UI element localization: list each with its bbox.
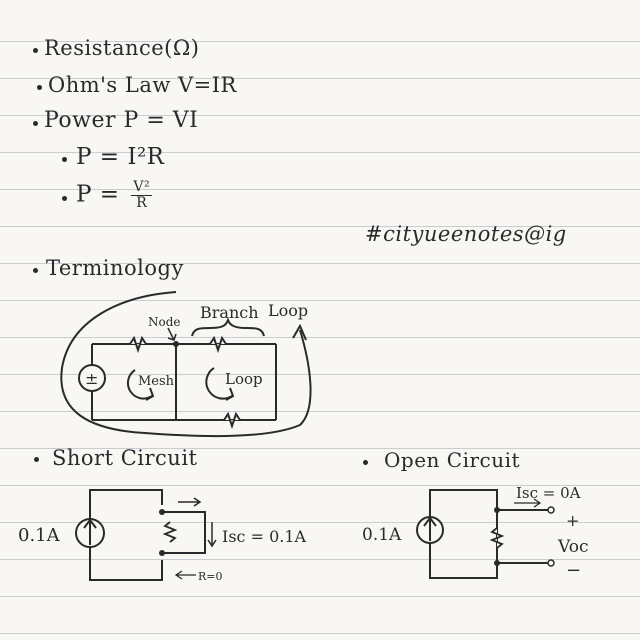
bullet [62,196,67,201]
hashtag: #cityueenotes@ig [365,222,567,246]
note-resistance: Resistance(Ω) [44,36,200,60]
bullet [37,85,42,90]
current-source-arrow [423,516,437,541]
bullet [33,268,38,273]
branch-brace [191,316,265,337]
voltage-source-icon [78,364,106,392]
power-v2r-fraction: V² R [131,179,153,211]
open-terminal [547,559,555,567]
resistor [489,527,505,549]
node-arrow [167,327,177,341]
resistor-top-left [129,335,147,354]
open-terminal [547,506,555,514]
open-source-label: 0.1A [362,525,402,545]
label-mesh: Mesh [138,374,175,389]
source-symbol: ± [85,369,98,388]
label-loop-inner: Loop [225,370,263,388]
outline-arrow [292,323,307,341]
power-v2r-numerator: V² [131,179,153,196]
bullet [34,457,39,462]
current-arrow-down [207,522,217,548]
resistor [162,521,178,543]
terminology-heading: Terminology [46,256,184,280]
current-arrow [514,498,542,508]
open-minus-label: − [566,560,581,581]
note-ohms-law: Ohm's Law V=IR [48,73,237,97]
bullet [33,121,38,126]
bullet [33,48,38,53]
note-power: Power P = VI [44,108,199,133]
mesh-arrow [145,387,155,401]
bullet [363,460,368,465]
open-current-label: Isc = 0A [516,484,581,502]
note-power-v2r: P = V² R [76,179,153,211]
short-current-label: Isc = 0.1A [222,527,307,546]
short-wire [162,511,206,554]
open-voltage-label: Voc [557,537,588,557]
open-circuit-heading: Open Circuit [384,448,521,472]
label-node: Node [148,315,181,329]
current-arrow-top [178,497,202,507]
bullet [62,157,67,162]
node-dot [173,341,179,347]
power-v2r-prefix: P = [76,181,120,208]
power-v2r-denominator: R [136,195,148,211]
short-source-label: 0.1A [18,525,61,546]
label-branch: Branch [200,303,259,322]
loop-arc [205,367,233,400]
resistor-top-right [209,335,227,354]
outline-curve [60,291,312,438]
resistance-arrow [174,570,196,580]
short-circuit-heading: Short Circuit [52,446,198,470]
loop-arrow [225,387,235,401]
resistor-bottom [223,411,241,430]
short-resistance-label: R=0 [198,570,223,583]
label-loop-outer: Loop [268,301,308,320]
open-plus-label: + [566,511,579,530]
note-power-i2r: P = I²R [76,144,165,170]
current-source-arrow [83,518,97,545]
mesh-arc [126,369,153,400]
